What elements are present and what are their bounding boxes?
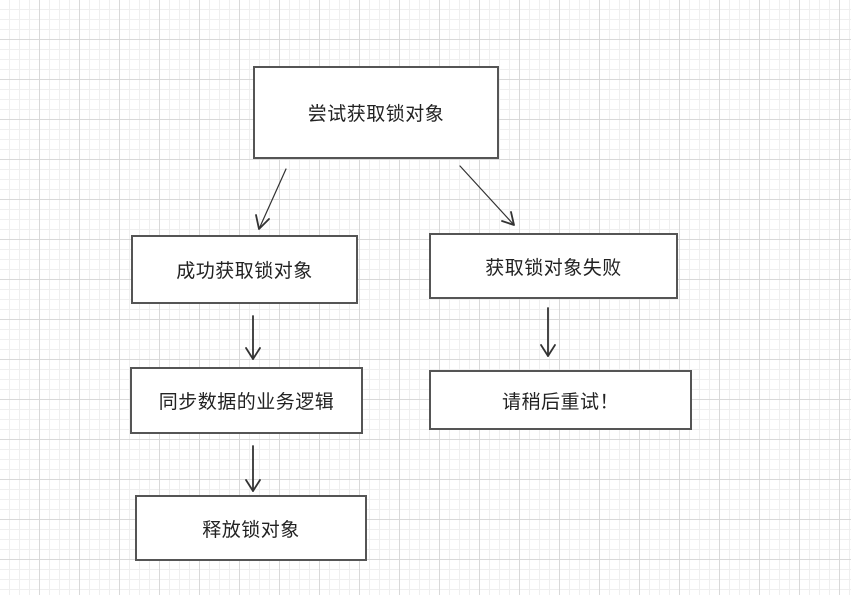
node-acquire-success-label: 成功获取锁对象	[176, 260, 313, 282]
arrow-try-to-success	[255, 168, 287, 230]
node-release-lock-label: 释放锁对象	[202, 518, 300, 541]
node-try-acquire-lock[interactable]: 尝试获取锁对象	[253, 66, 499, 159]
arrow-sync-to-release	[245, 445, 261, 492]
node-acquire-success[interactable]: 成功获取锁对象	[131, 235, 358, 304]
node-sync-business-logic[interactable]: 同步数据的业务逻辑	[130, 367, 363, 434]
node-acquire-fail-label: 获取锁对象失败	[485, 256, 622, 279]
node-sync-business-logic-label: 同步数据的业务逻辑	[158, 391, 335, 413]
arrow-fail-to-retry	[540, 307, 556, 357]
node-release-lock[interactable]: 释放锁对象	[135, 495, 367, 561]
arrow-success-to-sync	[245, 315, 261, 360]
node-acquire-fail[interactable]: 获取锁对象失败	[429, 233, 678, 299]
node-retry-later-label: 请稍后重试！	[501, 390, 619, 413]
arrow-try-to-fail	[459, 165, 515, 226]
node-retry-later[interactable]: 请稍后重试！	[429, 370, 692, 430]
node-try-acquire-lock-label: 尝试获取锁对象	[307, 103, 445, 125]
